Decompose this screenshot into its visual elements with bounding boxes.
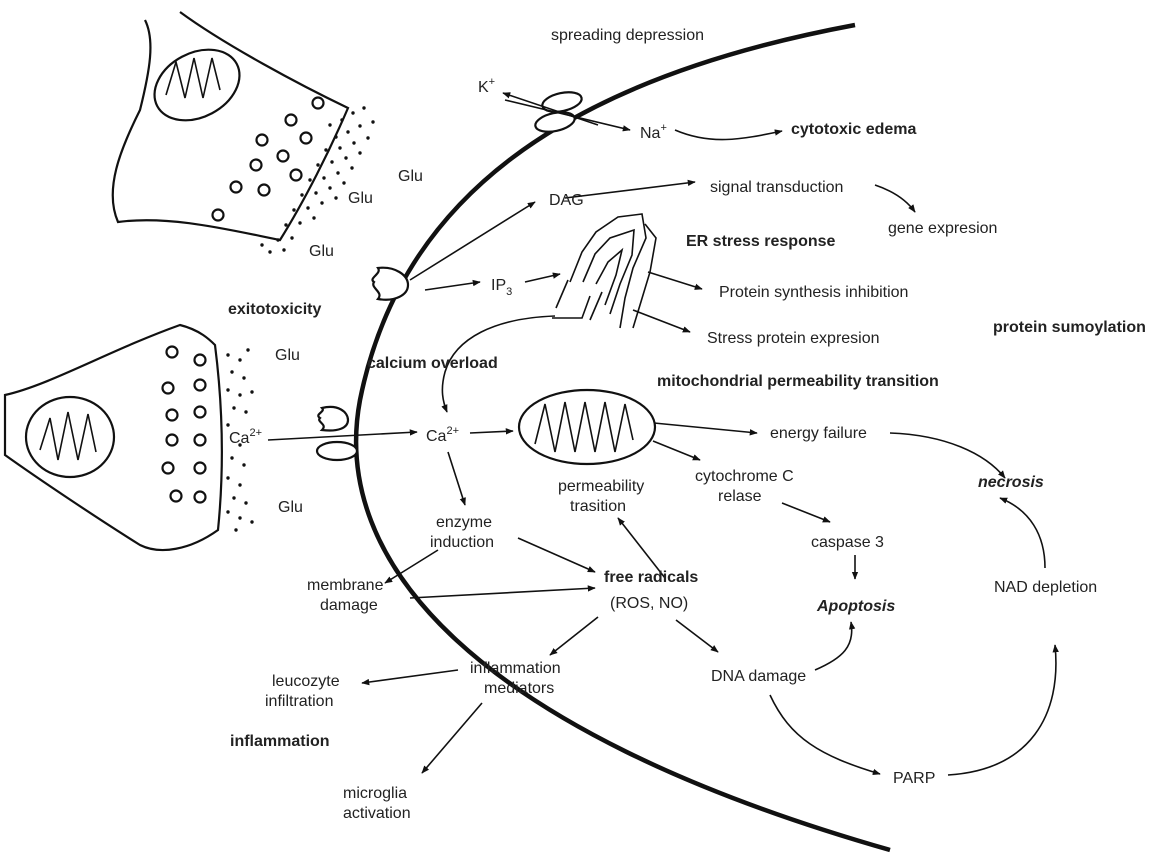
exitotoxicity-label: exitotoxicity: [228, 301, 321, 318]
pathway-arrows: [268, 93, 1056, 775]
inflammation-label: inflammation: [230, 733, 330, 750]
arrow-dna-to-parp: [770, 695, 880, 774]
arrow-parp-to-nad: [948, 645, 1056, 775]
arrow-free-radicals-to-inflammation: [550, 617, 598, 655]
dag-label: DAG: [549, 192, 584, 209]
calcium-overload-label: calcium overload: [367, 355, 498, 372]
glutamate-receptor-icon: [372, 268, 408, 300]
potassium-ion-label: K+: [478, 76, 495, 96]
sodium-ion-label: Na+: [640, 122, 667, 142]
ros-no-label: (ROS, NO): [610, 595, 688, 612]
leucozyte-infiltration-label-2: infiltration: [265, 693, 333, 710]
membrane-damage-label-2: damage: [320, 597, 378, 614]
glutamate-receptor-icon: [318, 407, 348, 431]
arrow-ip3-to-er: [525, 274, 560, 282]
protein-sumoylation-label: protein sumoylation: [993, 319, 1146, 336]
enzyme-induction-label-1: enzyme: [436, 514, 492, 531]
arrow-inflammation-to-microglia: [422, 703, 482, 773]
arrow-signal-to-gene: [875, 185, 915, 212]
nad-depletion-label: NAD depletion: [994, 579, 1097, 596]
stress-protein-expresion-label: Stress protein expresion: [707, 330, 880, 347]
arrow-dna-to-apoptosis: [815, 622, 852, 670]
mitochondrial-permeability-transition-label: mitochondrial permeability transition: [657, 373, 939, 390]
membrane-damage-label-1: membrane: [307, 577, 384, 594]
arrow-ca-to-enzyme: [448, 452, 465, 505]
presynaptic-terminal-lower: [5, 325, 254, 550]
arrow-nad-to-necrosis: [1000, 498, 1045, 568]
arrow-enzyme-to-free-radicals: [518, 538, 595, 572]
presynaptic-terminal-upper: [113, 12, 375, 254]
protein-synthesis-inhibition-label: Protein synthesis inhibition: [719, 284, 908, 301]
permeability-transition-label-2: trasition: [570, 498, 626, 515]
apoptosis-label: Apoptosis: [816, 598, 895, 615]
leucozyte-infiltration-label-1: leucozyte: [272, 673, 340, 690]
arrow-free-radicals-to-dna: [676, 620, 718, 652]
energy-failure-label: energy failure: [770, 425, 867, 442]
er-stress-response-label: ER stress response: [686, 233, 836, 250]
arrow-er-to-protein-inhibition: [648, 272, 702, 289]
free-radicals-label: free radicals: [604, 569, 698, 586]
endoplasmic-reticulum-icon: [552, 214, 656, 328]
arrow-membrane-to-free-radicals: [410, 588, 595, 598]
arrow-mito-to-cytochrome: [653, 441, 700, 460]
arrow-er-to-stress-protein: [633, 310, 690, 332]
calcium-outside-label: Ca2+: [229, 427, 262, 447]
spreading-depression-label: spreading depression: [551, 27, 704, 44]
glu-label-5: Glu: [278, 499, 303, 516]
ion-channel-icon: [317, 442, 357, 460]
enzyme-induction-label-2: induction: [430, 534, 494, 551]
glu-label-2: Glu: [348, 190, 373, 207]
signal-transduction-label: signal transduction: [710, 179, 843, 196]
arrow-receptor-to-ip3: [425, 282, 480, 290]
glu-label-4: Glu: [275, 347, 300, 364]
arrow-ca-outside-to-inside: [268, 432, 417, 440]
ip3-label: IP3: [491, 277, 512, 298]
mitochondrion-icon: [26, 397, 114, 477]
arrow-ca-to-mitochondrion: [470, 431, 513, 433]
arrow-cytochrome-to-caspase: [782, 503, 830, 522]
microglia-activation-label-1: microglia: [343, 785, 407, 802]
arrow-dag-to-signal: [565, 182, 695, 198]
cytochrome-c-label-1: cytochrome C: [695, 468, 794, 485]
arrow-na-to-edema: [675, 130, 782, 140]
permeability-transition-label-1: permeability: [558, 478, 644, 495]
mitochondrion-icon: [519, 390, 655, 464]
caspase-3-label: caspase 3: [811, 534, 884, 551]
necrosis-label: necrosis: [978, 474, 1044, 491]
inflammation-mediators-label-2: mediators: [484, 680, 554, 697]
cytochrome-c-label-2: relase: [718, 488, 762, 505]
cytotoxic-edema-label: cytotoxic edema: [791, 121, 916, 138]
glu-label-1: Glu: [398, 168, 423, 185]
glu-label-3: Glu: [309, 243, 334, 260]
arrow-mito-to-energy: [654, 423, 757, 433]
parp-label: PARP: [893, 770, 935, 787]
calcium-inside-label: Ca2+: [426, 425, 459, 445]
arrow-energy-to-necrosis: [890, 433, 1005, 478]
dna-damage-label: DNA damage: [711, 668, 806, 685]
arrow-inflammation-to-leucozyte: [362, 670, 458, 683]
microglia-activation-label-2: activation: [343, 805, 411, 822]
inflammation-mediators-label-1: inflammation: [470, 660, 561, 677]
gene-expresion-label: gene expresion: [888, 220, 997, 237]
